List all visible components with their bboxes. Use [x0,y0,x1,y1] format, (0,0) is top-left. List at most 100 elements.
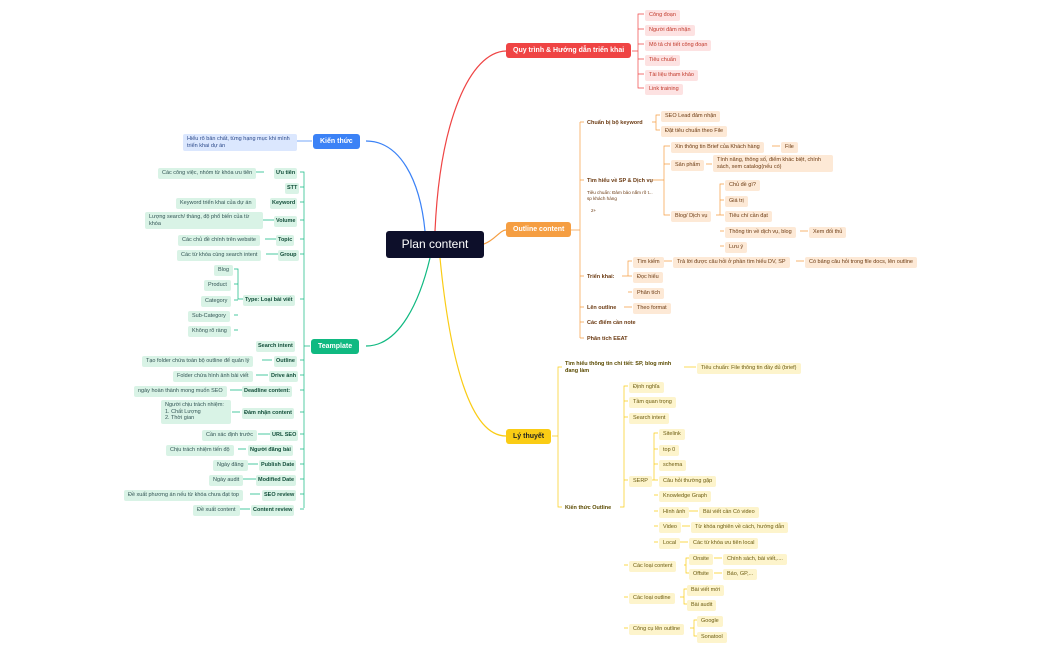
teamplate-note[interactable]: Ngày audit [209,475,244,486]
teamplate-note[interactable]: Chịu trách nhiệm tiến độ [166,445,234,456]
onsite-detail[interactable]: Chính sách, bài viết,.... [723,554,787,565]
serp-item[interactable]: Câu hỏi thường gặp [659,476,717,487]
branch-kien-thuc[interactable]: Kiến thức [313,134,360,149]
teamplate-note[interactable]: Keyword triển khai của dự án [176,198,256,209]
teamplate-field[interactable]: Search intent [256,341,295,352]
doc-hieu[interactable]: Đọc hiểu [633,272,663,283]
blog-item[interactable]: Lưu ý [725,242,748,253]
serp-item[interactable]: Knowledge Graph [659,491,712,502]
serp[interactable]: SERP [629,476,652,487]
branch-outline-content[interactable]: Outline content [506,222,572,237]
teamplate-note[interactable]: Các từ khóa cùng search intent [177,250,262,261]
teamplate-field[interactable]: Modified Date [256,475,297,486]
type-item[interactable]: Category [201,296,232,307]
tra-loi[interactable]: Trả lời được câu hỏi ở phần tìm hiểu DV,… [673,257,790,268]
teamplate-field[interactable]: Người đăng bài [248,445,293,456]
xin-thong-tin[interactable]: Xin thông tin Brief của Khách hàng [671,142,764,153]
blog-item[interactable]: Tiêu chí cần đạt [725,211,772,222]
teamplate-note[interactable]: Tạo folder chứa toàn bộ outline để quản … [142,356,254,367]
branch-ly-thuyet[interactable]: Lý thuyết [506,429,552,444]
blog-item[interactable]: Thông tin về dịch vụ, blog [725,227,796,238]
teamplate-note[interactable]: Đề xuất phương án nếu từ khóa chưa đạt t… [124,490,243,501]
chuan-bi-item[interactable]: SEO Lead đảm nhận [661,111,721,122]
serp-item[interactable]: schema [659,460,687,471]
teamplate-field[interactable]: URL SEO [270,430,299,441]
teamplate-note[interactable]: Lượng search/ tháng, độ phổ biến của từ … [145,212,263,229]
serp-item[interactable]: top 0 [659,445,680,456]
hinh-anh[interactable]: Hình ảnh [659,507,690,518]
san-pham[interactable]: Sản phẩm [671,160,705,171]
type-loai-bai-viet[interactable]: Type: Loại bài viết [243,295,295,306]
outline-topic[interactable]: Tầm quan trọng [629,397,676,408]
teamplate-note[interactable]: Các công việc, nhóm từ khóa ưu tiên [158,168,257,179]
teamplate-field[interactable]: Group [278,250,299,261]
offsite-detail[interactable]: Báo, GP,... [723,569,758,580]
tim-hieu-chi-tiet[interactable]: Tìm hiểu thông tin chi tiết: SP, blog mì… [565,361,672,374]
quy-trinh-item[interactable]: Link training [645,84,683,95]
kien-thuc-note[interactable]: Hiểu rõ bản chất, từng hạng mục khi mình… [183,134,297,151]
teamplate-note[interactable]: Ngày đăng [213,460,248,471]
type-item[interactable]: Product [204,280,231,291]
teamplate-field[interactable]: Topic [276,235,295,246]
tieu-chuan-brief[interactable]: Tiêu chuẩn: File thông tin đầy đủ (brief… [697,363,801,374]
teamplate-note[interactable]: Cần xác định trước [202,430,258,441]
teamplate-field[interactable]: Content review [251,505,295,516]
tim-hieu-sp[interactable]: Tìm hiểu về SP & Dịch vụ [587,178,653,184]
teamplate-field[interactable]: Đảm nhận content [242,408,294,419]
phan-tich[interactable]: Phân tích [633,288,665,299]
blog-item[interactable]: Chủ đề gì? [725,180,760,191]
quy-trinh-item[interactable]: Công đoạn [645,10,680,21]
local[interactable]: Local [659,538,681,549]
teamplate-field[interactable]: Volume [274,216,298,227]
len-outline[interactable]: Lên outline [587,305,617,311]
quy-trinh-item[interactable]: Tiêu chuẩn [645,55,681,66]
cac-diem-can-note[interactable]: Các điểm cần note [587,320,636,326]
outline-type[interactable]: Bài audit [687,600,717,611]
type-item[interactable]: Blog [214,265,234,276]
cong-cu-item[interactable]: Google [697,616,723,627]
type-item[interactable]: Không rõ ràng [188,326,231,337]
teamplate-field[interactable]: SEO review [262,490,297,501]
hinh-anh-detail[interactable]: Bài viết cần Có video [699,507,759,518]
teamplate-field[interactable]: Keyword [270,198,298,209]
onsite[interactable]: Onsite [689,554,713,565]
outline-topic[interactable]: Search intent [629,413,670,424]
tim-kiem[interactable]: Tìm kiếm [633,257,664,268]
teamplate-field[interactable]: Outline [274,356,297,367]
blog-dich-vu[interactable]: Blog/ Dịch vụ [671,211,712,222]
san-pham-detail[interactable]: Tính năng, thông số, điểm khác biệt, chí… [713,155,833,172]
root-node[interactable]: Plan content [386,231,484,258]
serp-item[interactable]: Sitelink [659,429,685,440]
teamplate-note[interactable]: Folder chứa hình ảnh bài viết [173,371,253,382]
local-detail[interactable]: Các từ khóa ưu tiên local [689,538,759,549]
teamplate-field[interactable]: Drive ảnh [269,371,299,382]
teamplate-note[interactable]: Đề xuất content [193,505,240,516]
quy-trinh-item[interactable]: Người đảm nhận [645,25,695,36]
trien-khai[interactable]: Triển khai: [587,274,615,280]
teamplate-note[interactable]: Các chủ đề chính trên website [178,235,260,246]
video-detail[interactable]: Từ khóa nghiên về cách, hướng dẫn [691,522,789,533]
phan-tich-eeat[interactable]: Phân tích EEAT [587,336,628,342]
theo-format[interactable]: Theo format [633,303,671,314]
type-item[interactable]: Sub-Category [188,311,230,322]
outline-type[interactable]: Bài viết mới [687,585,724,596]
cong-cu-outline[interactable]: Công cụ lên outline [629,624,685,635]
teamplate-field[interactable]: Deadline content: [242,386,293,397]
teamplate-note[interactable]: ngày hoàn thành mong muốn SEO [134,386,227,397]
quy-trinh-item[interactable]: Mô tả chi tiết công đoạn [645,40,712,51]
kien-thuc-outline[interactable]: Kiến thức Outline [565,505,612,511]
teamplate-field[interactable]: STT [285,183,300,194]
chuan-bi-item[interactable]: Đặt tiêu chuẩn theo File [661,126,728,137]
file-node[interactable]: File [781,142,798,153]
branch-teamplate[interactable]: Teamplate [311,339,360,354]
outline-topic[interactable]: Định nghĩa [629,382,664,393]
teamplate-field[interactable]: Ưu tiên [274,168,298,179]
cong-cu-item[interactable]: Sonatool [697,632,727,643]
teamplate-note[interactable]: Người chịu trách nhiệm: 1. Chất Lượng 2.… [161,400,231,424]
blog-item[interactable]: Giá trị [725,196,748,207]
quy-trinh-item[interactable]: Tài liệu tham khảo [645,70,698,81]
video[interactable]: Video [659,522,681,533]
offsite[interactable]: Offsite [689,569,713,580]
cac-loai-outline[interactable]: Các loại outline [629,593,675,604]
chuan-bi-keyword[interactable]: Chuẩn bị bộ keyword [587,120,643,126]
